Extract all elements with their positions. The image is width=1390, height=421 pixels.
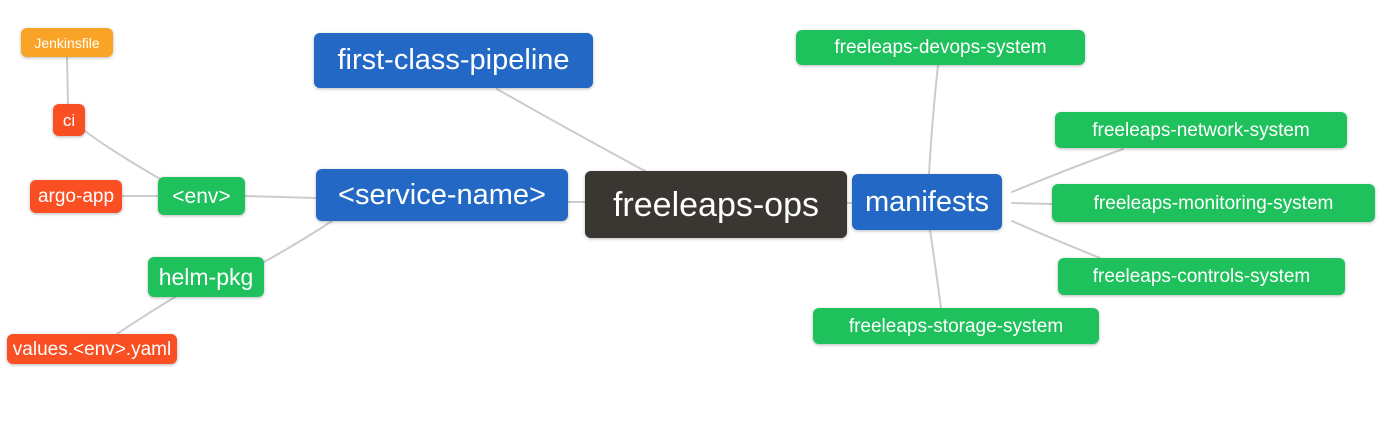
edge-manifests-network bbox=[1011, 148, 1124, 193]
node-freeleaps-monitoring-system-label: freeleaps-monitoring-system bbox=[1093, 192, 1334, 214]
node-manifests-label: manifests bbox=[864, 185, 990, 218]
node-manifests[interactable]: manifests bbox=[852, 174, 1002, 230]
node-freeleaps-controls-system[interactable]: freeleaps-controls-system bbox=[1058, 258, 1345, 295]
node-env-label: <env> bbox=[172, 184, 231, 208]
edge-ci-env bbox=[84, 130, 163, 181]
node-values-env-yaml-label: values.<env>.yaml bbox=[12, 338, 172, 360]
node-freeleaps-ops-root[interactable]: freeleaps-ops bbox=[585, 171, 847, 238]
node-env[interactable]: <env> bbox=[158, 177, 245, 215]
node-first-class-pipeline-label: first-class-pipeline bbox=[337, 44, 570, 76]
edge-manifests-storage bbox=[929, 229, 942, 309]
node-first-class-pipeline[interactable]: first-class-pipeline bbox=[314, 33, 593, 88]
node-ci-label: ci bbox=[62, 110, 76, 130]
node-freeleaps-monitoring-system[interactable]: freeleaps-monitoring-system bbox=[1052, 184, 1375, 222]
node-freeleaps-storage-system[interactable]: freeleaps-storage-system bbox=[813, 308, 1099, 344]
node-freeleaps-devops-system[interactable]: freeleaps-devops-system bbox=[796, 30, 1085, 65]
node-service-name-label: <service-name> bbox=[338, 178, 546, 211]
node-freeleaps-controls-system-label: freeleaps-controls-system bbox=[1092, 266, 1311, 287]
node-freeleaps-storage-system-label: freeleaps-storage-system bbox=[848, 315, 1064, 337]
node-jenkinsfile[interactable]: Jenkinsfile bbox=[21, 28, 113, 57]
edge-manifests-controls bbox=[1011, 220, 1101, 259]
node-argo-app-label: argo-app bbox=[37, 186, 115, 207]
edge-service-name-helm-pkg bbox=[263, 220, 333, 263]
edge-jenkinsfile-ci bbox=[66, 56, 69, 105]
node-freeleaps-network-system[interactable]: freeleaps-network-system bbox=[1055, 112, 1347, 148]
node-helm-pkg-label: helm-pkg bbox=[158, 263, 254, 290]
node-ci[interactable]: ci bbox=[53, 104, 85, 136]
edge-env-service-name bbox=[244, 195, 317, 199]
node-jenkinsfile-label: Jenkinsfile bbox=[34, 34, 100, 51]
node-argo-app[interactable]: argo-app bbox=[30, 180, 122, 213]
edge-helm-pkg-values bbox=[116, 296, 176, 335]
node-freeleaps-devops-system-label: freeleaps-devops-system bbox=[834, 37, 1047, 58]
node-service-name[interactable]: <service-name> bbox=[316, 169, 568, 221]
node-values-env-yaml[interactable]: values.<env>.yaml bbox=[7, 334, 177, 364]
edge-pipeline-ops bbox=[496, 88, 646, 172]
node-freeleaps-network-system-label: freeleaps-network-system bbox=[1092, 119, 1310, 141]
edge-manifests-monitoring bbox=[1011, 202, 1053, 205]
node-helm-pkg[interactable]: helm-pkg bbox=[148, 257, 264, 297]
edge-manifests-devops bbox=[928, 64, 939, 175]
node-freeleaps-ops-label: freeleaps-ops bbox=[612, 185, 819, 224]
